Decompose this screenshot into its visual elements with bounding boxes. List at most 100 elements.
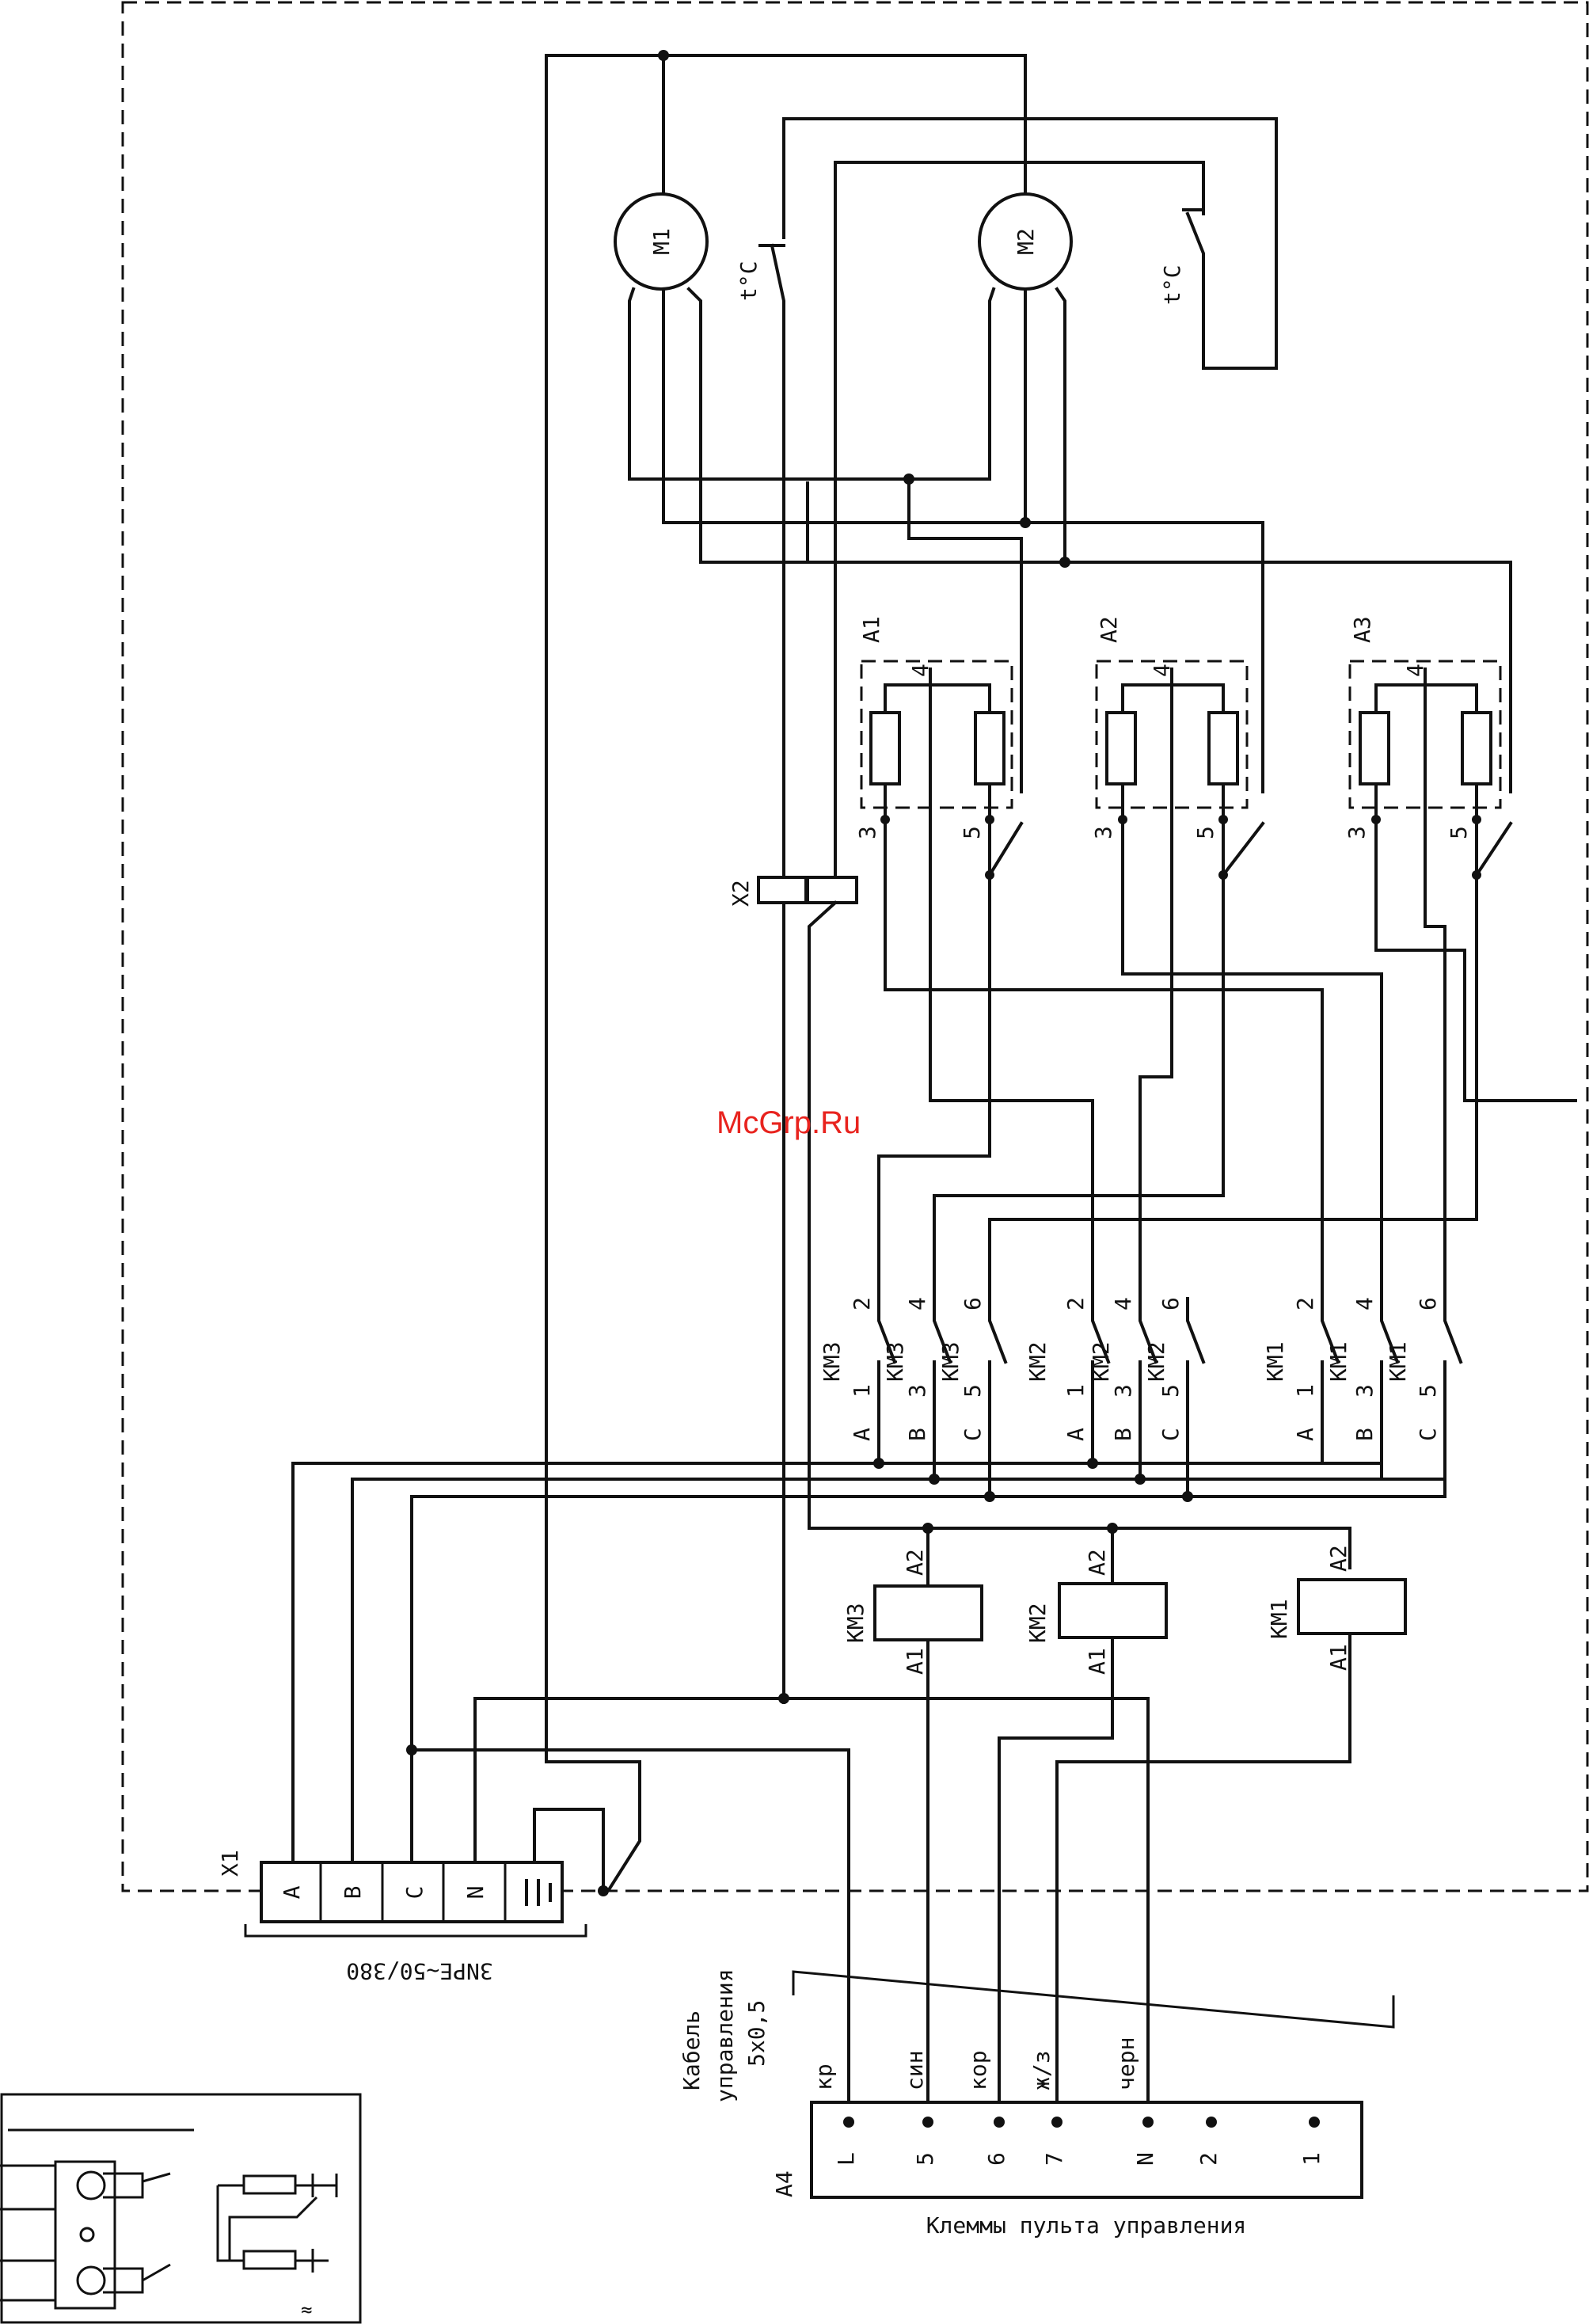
contactor-km2: KM2 KM2 KM2 bbox=[1024, 1299, 1203, 1386]
connector-x2: X2 bbox=[728, 877, 857, 907]
coil-km2: KM2 A2 A1 bbox=[1024, 1549, 1166, 1675]
svg-text:4: 4 bbox=[907, 664, 933, 677]
contactor-km1: KM1 KM1 KM1 bbox=[1262, 1299, 1461, 1386]
svg-text:кр: кр bbox=[811, 2063, 837, 2090]
control-panel-a4: A4 L 5 6 7 N 2 1 Клеммы пульта управлени… bbox=[771, 2102, 1362, 2238]
watermark: McGrp.Ru bbox=[717, 1105, 861, 1141]
svg-text:KM3: KM3 bbox=[819, 1341, 845, 1382]
svg-text:KM1: KM1 bbox=[1266, 1599, 1292, 1639]
contact-pin-bottom: 3 bbox=[1351, 1384, 1378, 1398]
mounting-detail-inset: ≈ bbox=[0, 2094, 360, 2322]
contact-pin-bottom: 3 bbox=[904, 1384, 930, 1398]
motor-m2: M2 bbox=[979, 194, 1071, 289]
svg-text:N: N bbox=[462, 1886, 488, 1900]
svg-text:кор: кор bbox=[965, 2050, 991, 2090]
coil-km1: KM1 A2 A1 bbox=[1266, 1545, 1405, 1671]
svg-text:KM3: KM3 bbox=[842, 1603, 869, 1643]
contact-pin-bottom: 1 bbox=[1292, 1384, 1318, 1398]
svg-text:5х0,5: 5х0,5 bbox=[743, 2000, 770, 2067]
coil-km3: KM3 A2 A1 bbox=[842, 1549, 982, 1675]
svg-text:KM2: KM2 bbox=[1143, 1341, 1169, 1382]
contact-pin-top: 4 bbox=[904, 1297, 930, 1310]
svg-text:6: 6 bbox=[983, 2152, 1009, 2166]
contact-pin-bottom: 5 bbox=[1415, 1384, 1441, 1398]
svg-text:управления: управления bbox=[712, 1968, 738, 2102]
svg-text:4: 4 bbox=[1402, 664, 1428, 677]
svg-text:KM1: KM1 bbox=[1385, 1341, 1411, 1382]
svg-text:C: C bbox=[401, 1886, 428, 1900]
svg-text:3: 3 bbox=[1090, 826, 1116, 839]
svg-text:Кабель: Кабель bbox=[679, 2010, 705, 2090]
contactor-km3: KM3 KM3 KM3 bbox=[819, 1299, 1005, 1386]
svg-text:A2: A2 bbox=[1084, 1549, 1110, 1576]
svg-text:3NPE~50/380: 3NPE~50/380 bbox=[346, 1958, 492, 1984]
svg-text:KM1: KM1 bbox=[1325, 1341, 1351, 1382]
contact-pin-top: 4 bbox=[1110, 1297, 1136, 1310]
svg-text:A1: A1 bbox=[902, 1648, 928, 1675]
svg-text:5: 5 bbox=[1446, 826, 1472, 839]
contact-pin-bottom: 1 bbox=[849, 1384, 875, 1398]
svg-text:A2: A2 bbox=[1096, 616, 1122, 643]
wire-color-labels: кр син кор ж/з черн bbox=[811, 2037, 1139, 2090]
svg-text:5: 5 bbox=[1192, 826, 1218, 839]
contact-pin-bottom: 1 bbox=[1063, 1384, 1089, 1398]
svg-text:ж/з: ж/з bbox=[1028, 2050, 1055, 2090]
svg-text:3: 3 bbox=[854, 826, 880, 839]
contact-pin-top: 6 bbox=[960, 1297, 986, 1310]
svg-text:KM3: KM3 bbox=[937, 1341, 964, 1382]
phase-label: A bbox=[1063, 1428, 1089, 1441]
svg-text:A4: A4 bbox=[771, 2170, 797, 2197]
svg-text:B: B bbox=[340, 1886, 366, 1900]
svg-text:M1: M1 bbox=[648, 228, 675, 255]
svg-text:Клеммы пульта управления: Клеммы пульта управления bbox=[926, 2212, 1247, 2238]
contact-pin-bottom: 5 bbox=[960, 1384, 986, 1398]
phase-label: B bbox=[1110, 1428, 1136, 1441]
svg-text:KM2: KM2 bbox=[1088, 1341, 1114, 1382]
contact-pin-bottom: 3 bbox=[1110, 1384, 1136, 1398]
svg-text:t°C: t°C bbox=[1159, 264, 1185, 305]
phase-label: A bbox=[1292, 1428, 1318, 1441]
phase-label: A bbox=[849, 1428, 875, 1441]
svg-text:≈: ≈ bbox=[301, 2299, 312, 2321]
phase-label: C bbox=[1415, 1428, 1441, 1441]
svg-text:черн: черн bbox=[1113, 2037, 1139, 2090]
svg-text:3: 3 bbox=[1344, 826, 1370, 839]
svg-text:1: 1 bbox=[1298, 2152, 1325, 2166]
terminal-block-x1: X1 A B C N 3NPE~50/380 bbox=[217, 1850, 609, 1984]
svg-text:A3: A3 bbox=[1349, 616, 1375, 643]
contact-pin-top: 6 bbox=[1158, 1297, 1184, 1310]
phase-label: C bbox=[1158, 1428, 1184, 1441]
contact-pin-top: 2 bbox=[1292, 1297, 1318, 1310]
motor-m1: M1 bbox=[615, 194, 707, 289]
svg-text:L: L bbox=[833, 2152, 859, 2166]
svg-text:A1: A1 bbox=[1084, 1648, 1110, 1675]
svg-text:A2: A2 bbox=[1325, 1545, 1351, 1572]
contact-pin-top: 6 bbox=[1415, 1297, 1441, 1310]
heater-a1: A1 bbox=[858, 616, 1012, 820]
svg-text:KM3: KM3 bbox=[882, 1341, 908, 1382]
svg-text:син: син bbox=[902, 2050, 928, 2090]
svg-text:5: 5 bbox=[912, 2152, 938, 2166]
svg-text:A1: A1 bbox=[858, 616, 884, 643]
svg-text:KM1: KM1 bbox=[1262, 1341, 1288, 1382]
svg-text:N: N bbox=[1132, 2152, 1158, 2166]
svg-text:t°C: t°C bbox=[736, 261, 762, 301]
contact-pin-top: 2 bbox=[849, 1297, 875, 1310]
svg-text:X1: X1 bbox=[217, 1850, 243, 1877]
contact-pin-bottom: 5 bbox=[1158, 1384, 1184, 1398]
contact-pin-top: 2 bbox=[1063, 1297, 1089, 1310]
svg-text:2: 2 bbox=[1196, 2152, 1222, 2166]
svg-text:7: 7 bbox=[1041, 2152, 1067, 2166]
svg-text:M2: M2 bbox=[1013, 228, 1039, 255]
contact-pin-top: 4 bbox=[1351, 1297, 1378, 1310]
svg-text:5: 5 bbox=[959, 826, 985, 839]
phase-label: B bbox=[1351, 1428, 1378, 1441]
svg-text:A: A bbox=[279, 1885, 305, 1899]
svg-text:4: 4 bbox=[1149, 664, 1175, 677]
svg-text:A2: A2 bbox=[902, 1549, 928, 1576]
svg-text:KM2: KM2 bbox=[1024, 1341, 1051, 1382]
phase-label: C bbox=[960, 1428, 986, 1441]
svg-text:X2: X2 bbox=[728, 880, 754, 907]
phase-label: B bbox=[904, 1428, 930, 1441]
